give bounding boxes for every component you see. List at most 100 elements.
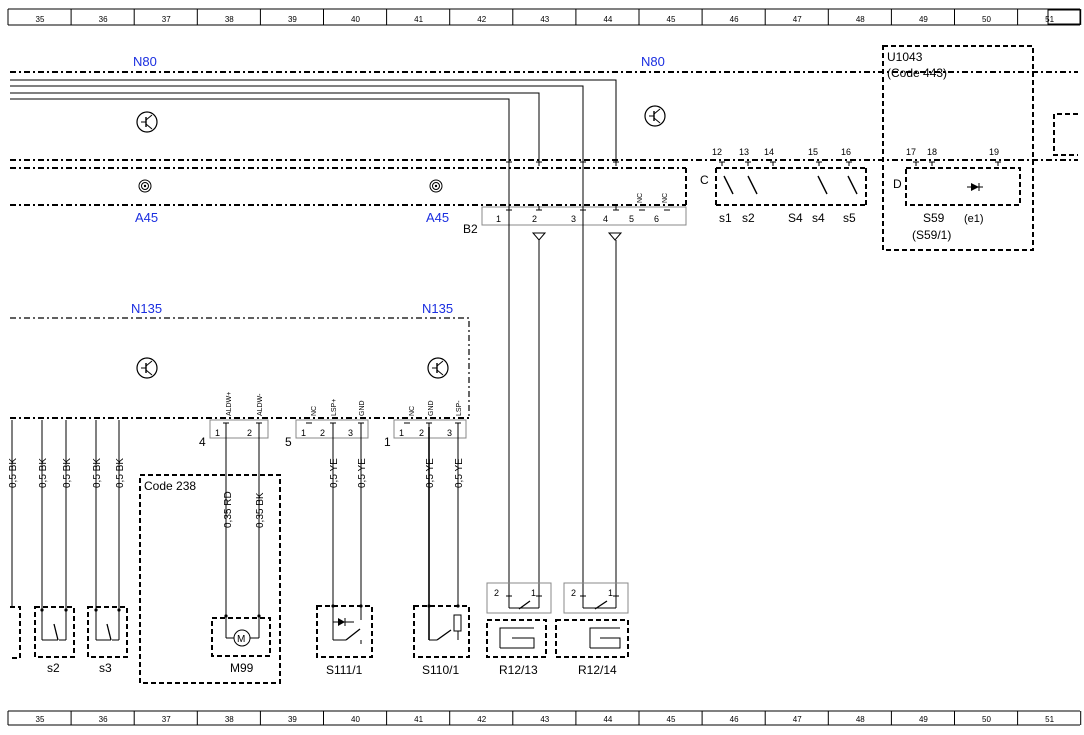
svg-text:U1043: U1043	[887, 50, 923, 64]
svg-text:1: 1	[215, 428, 220, 438]
ruler-number: 46	[730, 715, 739, 724]
svg-text:1: 1	[301, 428, 306, 438]
spiral-icon	[429, 179, 443, 193]
svg-text:3: 3	[348, 428, 353, 438]
ruler-number: 50	[982, 715, 991, 724]
svg-text:1: 1	[496, 214, 501, 224]
ruler-number: 51	[1045, 715, 1054, 724]
ruler-number: 45	[667, 15, 676, 24]
ruler-number: 49	[919, 715, 928, 724]
connector-5: 5 1 2 3 NC LSP+ GND	[285, 399, 369, 449]
svg-text:2: 2	[419, 428, 424, 438]
ruler-number: 47	[793, 15, 802, 24]
ground-icon	[531, 232, 623, 241]
left-partial-component	[10, 606, 21, 659]
n80-label-right: N80	[641, 54, 665, 69]
svg-text:(Code 443): (Code 443)	[887, 66, 947, 80]
heater-icon	[499, 627, 535, 649]
svg-text:s2: s2	[47, 661, 60, 675]
svg-text:R12/13: R12/13	[499, 663, 538, 677]
ruler-number: 51	[1045, 15, 1054, 24]
ruler-number: 38	[225, 715, 234, 724]
a45-label-left: A45	[135, 210, 158, 225]
wire-end-dots	[40, 604, 460, 618]
svg-text:3: 3	[447, 428, 452, 438]
svg-text:M99: M99	[230, 661, 254, 675]
ruler-number: 43	[540, 15, 549, 24]
transistor-icon	[136, 111, 158, 133]
b2-pins	[506, 161, 670, 211]
ruler-number: 47	[793, 715, 802, 724]
svg-text:GND: GND	[428, 400, 435, 416]
switch-icon	[723, 175, 858, 195]
wire-label: 0,5 BK	[115, 458, 126, 488]
ruler-number: 41	[414, 715, 423, 724]
ruler-number: 49	[919, 15, 928, 24]
wire-label: 0,5 BK	[62, 458, 73, 488]
svg-text:s2: s2	[742, 211, 755, 225]
svg-text:R12/14: R12/14	[578, 663, 617, 677]
wire-label: 0,5 YE	[425, 458, 436, 488]
n135-label-left: N135	[131, 301, 162, 316]
svg-text:1: 1	[531, 588, 536, 598]
component-s111-1: S111/1	[316, 605, 373, 677]
diode-icon	[338, 618, 345, 626]
svg-text:s1: s1	[719, 211, 732, 225]
n135-box	[10, 317, 470, 418]
heater-icon	[589, 627, 621, 649]
svg-text:2: 2	[571, 588, 576, 598]
component-s110-1: S110/1	[413, 605, 470, 677]
ruler-number: 35	[36, 715, 45, 724]
connector-4: 4 1 2 ALDW+ ALDW-	[199, 392, 269, 449]
wire-label: 0,5 YE	[329, 458, 340, 488]
transistor-icon	[136, 357, 158, 379]
connector-1: 1 1 2 3 NC GND LSP-	[384, 400, 467, 449]
ruler-number: 36	[99, 715, 108, 724]
svg-text:LSP-: LSP-	[456, 400, 463, 416]
wire-label: 0,35 RD	[223, 491, 234, 528]
right-partial-box	[1053, 113, 1078, 156]
svg-text:(S59/1): (S59/1)	[912, 228, 951, 242]
ruler-number: 39	[288, 15, 297, 24]
svg-text:NC: NC	[637, 193, 644, 203]
n135-label-right: N135	[422, 301, 453, 316]
svg-text:Code 238: Code 238	[144, 479, 196, 493]
spiral-icon	[138, 179, 152, 193]
transistor-icon	[644, 105, 666, 127]
ruler-number: 37	[162, 715, 171, 724]
svg-text:19: 19	[989, 147, 999, 157]
component-s3: s3	[87, 606, 128, 675]
component-r12-14: 2 1 R12/14	[555, 582, 629, 677]
ruler-number: 39	[288, 715, 297, 724]
svg-text:s5: s5	[843, 211, 856, 225]
svg-text:S110/1: S110/1	[422, 663, 459, 677]
svg-text:6: 6	[654, 214, 659, 224]
transistor-icon	[427, 357, 449, 379]
ruler-number: 41	[414, 15, 423, 24]
svg-text:M: M	[237, 634, 245, 645]
svg-text:3: 3	[571, 214, 576, 224]
code238-box: Code 238 M M99	[139, 474, 281, 684]
n80-label-left: N80	[133, 54, 157, 69]
svg-text:C: C	[700, 173, 709, 187]
svg-text:NC: NC	[311, 406, 318, 416]
connector-c: C 12 13 14 15 16	[700, 147, 867, 206]
svg-text:S59: S59	[923, 211, 945, 225]
svg-text:s3: s3	[99, 661, 112, 675]
svg-text:4: 4	[603, 214, 608, 224]
ruler-number: 48	[856, 15, 865, 24]
svg-text:LSP+: LSP+	[331, 399, 338, 416]
svg-text:5: 5	[629, 214, 634, 224]
ruler-number: 38	[225, 15, 234, 24]
svg-text:4: 4	[199, 435, 206, 449]
svg-text:ALDW+: ALDW+	[226, 392, 233, 416]
svg-text:ALDW-: ALDW-	[257, 393, 264, 416]
wire-label: 0,5 YE	[454, 458, 465, 488]
ruler-number: 44	[603, 715, 612, 724]
lower-wires	[11, 162, 617, 616]
ruler-number: 48	[856, 715, 865, 724]
wire-label: 0,35 BK	[255, 492, 266, 528]
connector-b2: B2 1 2 3 4 5 6 NC NC	[463, 193, 687, 236]
